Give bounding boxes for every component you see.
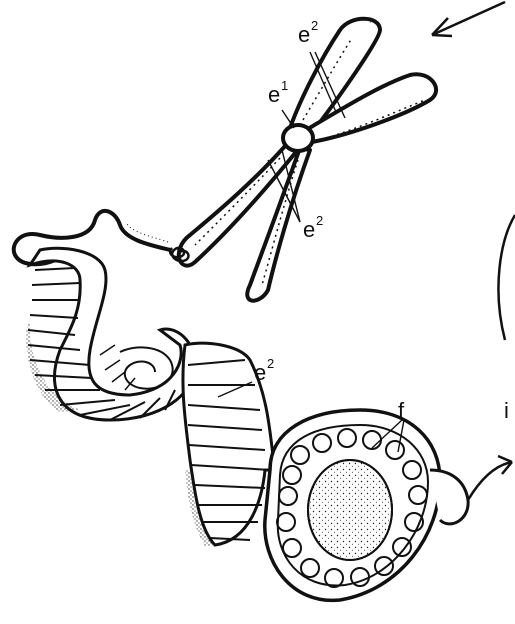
- svg-text:2: 2: [267, 356, 274, 371]
- label-f: f: [398, 398, 405, 423]
- label-e2-top: e 2: [298, 18, 318, 47]
- svg-text:i: i: [504, 398, 509, 423]
- centromere: [283, 125, 313, 151]
- label-e2-lower: e 2: [303, 213, 323, 242]
- svg-text:2: 2: [316, 213, 323, 228]
- label-e1: e 1: [268, 78, 288, 107]
- svg-text:e: e: [254, 360, 266, 385]
- svg-text:f: f: [398, 398, 405, 423]
- svg-text:2: 2: [311, 18, 318, 33]
- svg-text:e: e: [298, 22, 310, 47]
- label-i: i: [504, 398, 509, 423]
- solenoid-cross-section: [265, 410, 468, 600]
- adjacent-structure-outline: [498, 215, 515, 340]
- label-e2-coil: e 2: [254, 356, 274, 385]
- svg-text:1: 1: [281, 78, 288, 93]
- svg-text:e: e: [303, 217, 315, 242]
- arrow-right: [468, 456, 512, 500]
- arrow-top-right: [432, 2, 505, 36]
- metaphase-chromosome: [170, 19, 436, 301]
- coiled-chromatin-fiber: [28, 248, 275, 545]
- svg-text:e: e: [268, 82, 280, 107]
